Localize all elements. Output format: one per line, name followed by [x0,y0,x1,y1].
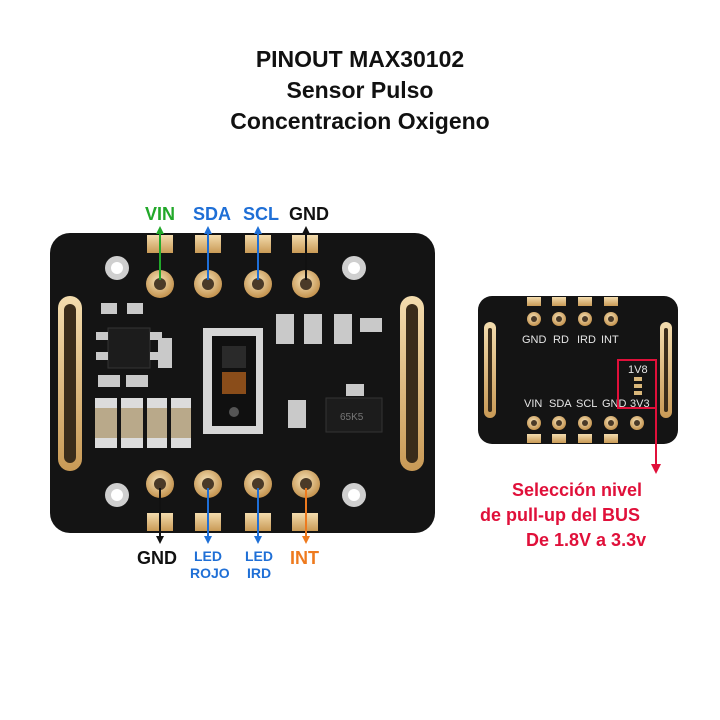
back-silk-top-2: IRD [577,334,596,346]
label-int: INT [290,548,319,568]
note-line-2: de pull-up del BUS [480,505,640,525]
max30102-sensor [203,328,263,434]
note-line-1: Selección nivel [512,480,643,500]
back-board: GND RD IRD INT VIN SDA SCL GND 3V3 1V8 [478,296,678,474]
back-silk-bottom-0: VIN [524,398,542,410]
pullup-arrow-head [651,464,661,474]
label-led-rojo-line2: ROJO [190,565,230,581]
label-scl-top: SCL [243,204,279,224]
front-bottom-pads [146,470,320,498]
back-silk-bottom-2: SCL [576,398,597,410]
back-silk-bottom-1: SDA [549,398,572,410]
title-line-1: PINOUT MAX30102 [255,46,465,72]
label-sda-top: SDA [193,204,232,224]
front-board: 65K5 [50,233,435,533]
pullup-highlight-box [617,359,657,409]
label-led-ird-line2: IRD [246,565,272,581]
label-led-ird-line1: LED [245,548,273,564]
back-silk-jumper: 1V8 [628,364,648,376]
front-mount-holes [105,256,366,507]
label-gnd-bottom: GND [137,548,177,568]
front-capacitor-row [95,398,191,448]
label-gnd-top: GND [289,204,329,224]
label-led-rojo: LED ROJO [190,548,230,582]
label-vin: VIN [145,204,176,224]
back-silk-top-1: RD [553,334,569,346]
title-line-3: Concentracion Oxigeno [230,108,490,134]
front-left-ic [107,327,151,369]
back-pcb [478,296,678,444]
front-top-pads [146,270,320,298]
front-right-ic [325,397,383,433]
note-line-3: De 1.8V a 3.3v [526,530,647,550]
title-line-2: Sensor Pulso [286,77,434,103]
back-bottom-pads [527,416,644,430]
front-chip-marking: 65K5 [340,412,364,423]
back-silk-top-0: GND [522,334,547,346]
pullup-jumper-pads [634,377,642,395]
label-led-rojo-line1: LED [194,548,222,564]
front-pin-arrows [156,226,310,544]
back-silk-top-3: INT [601,334,619,346]
label-led-ird: LED IRD [244,548,274,582]
